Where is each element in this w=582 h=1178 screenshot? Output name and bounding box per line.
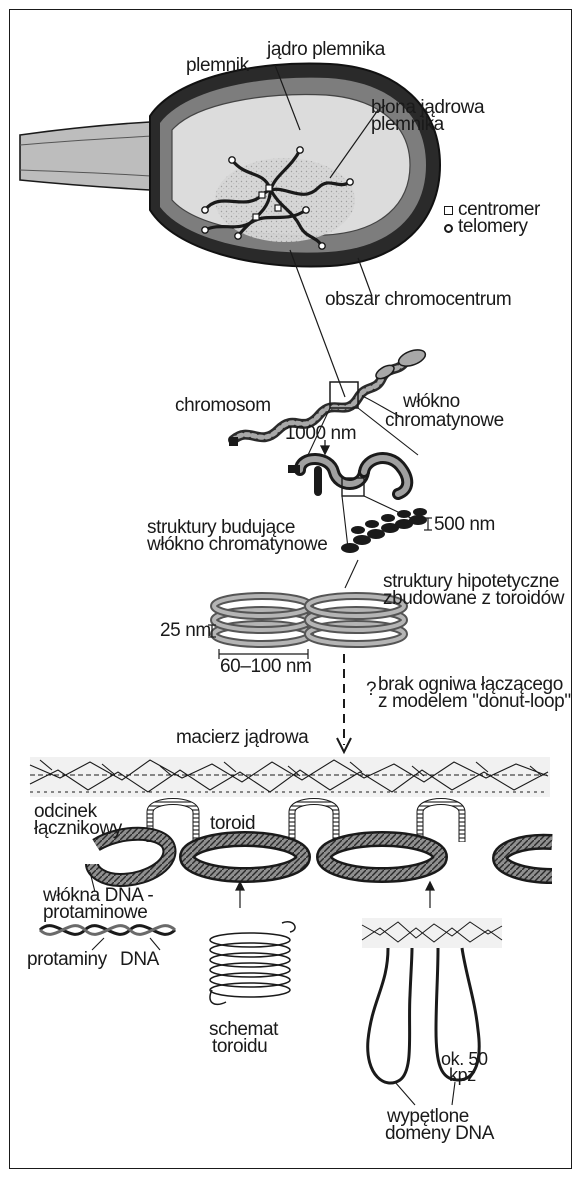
label-1000nm: 1000 nm xyxy=(285,424,356,443)
label-dna-protamine-2: protaminowe xyxy=(43,903,147,922)
sperm-head xyxy=(20,63,440,266)
label-question-mark: ? xyxy=(366,680,376,699)
sperm-tail xyxy=(20,122,165,192)
label-missing-link-2: z modelem "donut-loop" xyxy=(378,692,571,711)
label-25nm: 25 nm xyxy=(160,621,211,640)
label-toroid-scheme-2: toroidu xyxy=(212,1037,267,1056)
label-500nm: 500 nm xyxy=(434,515,495,534)
nuclear-matrix xyxy=(30,757,550,797)
centromere-icon xyxy=(444,206,453,215)
label-looped-domains-2: domeny DNA xyxy=(385,1124,494,1143)
label-chromocenter: obszar chromocentrum xyxy=(325,290,511,309)
legend-telomere-label: telomery xyxy=(458,217,528,236)
toroid-row xyxy=(92,834,552,880)
label-sperm: plemnik xyxy=(186,56,249,75)
label-approx-50-2: kpz xyxy=(449,1066,476,1084)
label-60-100nm: 60–100 nm xyxy=(220,657,311,676)
dashed-link-arrow xyxy=(337,654,351,752)
label-nuclear-matrix: macierz jądrowa xyxy=(176,728,308,747)
label-chromatin-fiber-2: chromatynowe xyxy=(385,411,504,430)
label-linker-2: łącznikowy xyxy=(34,819,122,838)
label-sperm-nucleus: jądro plemnika xyxy=(267,40,385,59)
label-toroid: toroid xyxy=(210,814,255,833)
nucleosome-chain xyxy=(341,508,427,553)
arrows-up xyxy=(236,882,434,908)
label-chromatin-fiber-1: włókno xyxy=(403,392,460,411)
label-chromosome: chromosom xyxy=(175,396,271,415)
telomere-icon xyxy=(444,224,453,233)
looped-dna-domains xyxy=(362,918,502,1105)
label-building-structures-2: włókno chromatynowe xyxy=(147,535,327,554)
label-protamines: protaminy xyxy=(27,950,107,969)
toroid-schematic xyxy=(210,922,295,1005)
stacked-toroids xyxy=(214,596,404,644)
label-dna: DNA xyxy=(120,950,159,969)
label-nuclear-membrane-2: plemnika xyxy=(371,115,444,134)
label-hypothetical-2: zbudowane z toroidów xyxy=(383,589,564,608)
